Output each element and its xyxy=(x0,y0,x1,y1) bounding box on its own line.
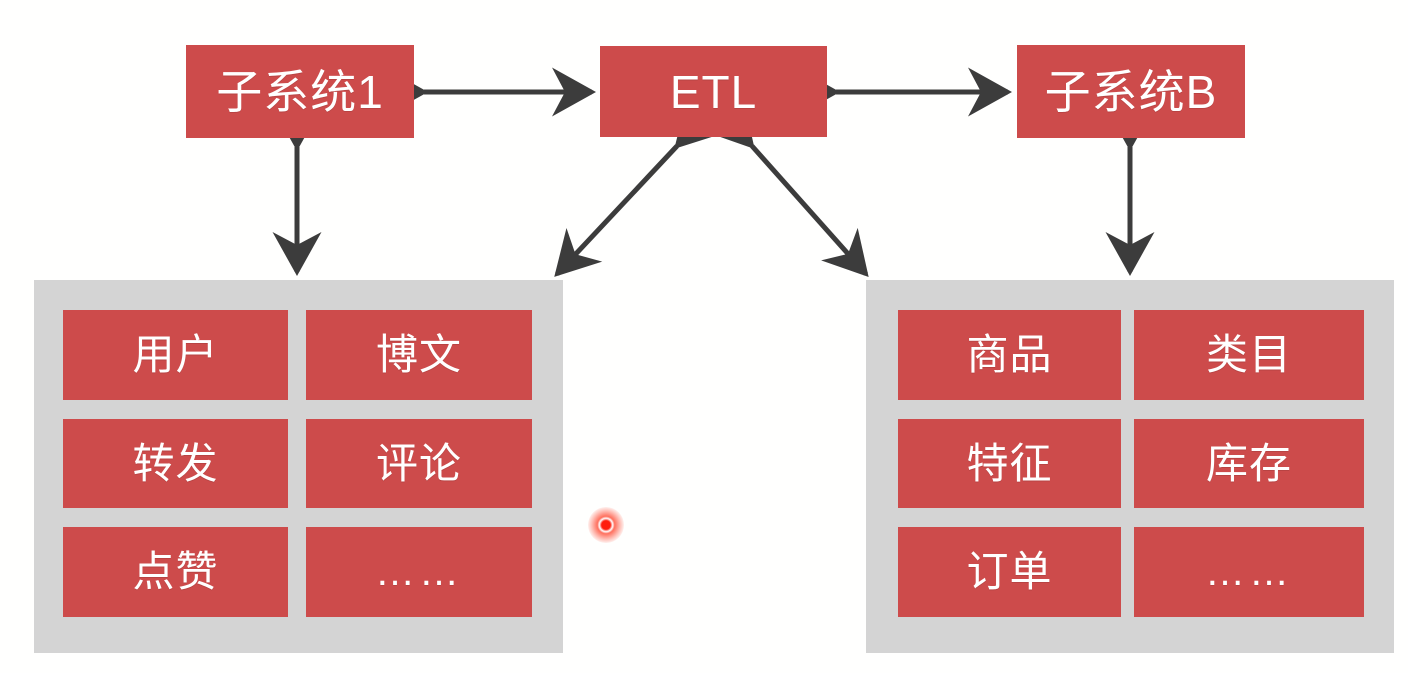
right-cell-6-ellipsis[interactable]: …… xyxy=(1134,527,1364,617)
cursor-click-marker xyxy=(588,507,624,543)
left-cell-5-label: 点赞 xyxy=(132,548,219,595)
left-data-panel: 用户 博文 转发 评论 点赞 …… xyxy=(34,280,563,653)
left-cell-3-label: 转发 xyxy=(132,439,219,487)
node-subsystem-b[interactable]: 子系统B xyxy=(1017,45,1245,138)
right-cell-5[interactable]: 订单 xyxy=(898,527,1121,617)
connector-etl-leftpanel xyxy=(554,100,723,277)
node-subsystem-b-label: 子系统B xyxy=(1044,65,1218,118)
left-cell-2[interactable]: 博文 xyxy=(306,310,532,400)
right-cell-3[interactable]: 特征 xyxy=(898,419,1121,508)
right-cell-1-label: 商品 xyxy=(966,331,1053,378)
node-subsystem-1[interactable]: 子系统1 xyxy=(186,45,414,138)
node-subsystem-1-label: 子系统1 xyxy=(216,65,384,118)
right-cell-2-label: 类目 xyxy=(1205,331,1292,378)
left-cell-2-label: 博文 xyxy=(375,331,462,378)
right-cell-4-label: 库存 xyxy=(1205,439,1292,487)
left-cell-4-label: 评论 xyxy=(375,439,462,487)
right-cell-1[interactable]: 商品 xyxy=(898,310,1121,400)
left-cell-4[interactable]: 评论 xyxy=(306,419,532,508)
right-cell-5-label: 订单 xyxy=(966,548,1053,595)
right-cell-2[interactable]: 类目 xyxy=(1134,310,1364,400)
node-etl[interactable]: ETL xyxy=(600,46,827,137)
right-cell-4[interactable]: 库存 xyxy=(1134,419,1364,508)
left-cell-6-label: …… xyxy=(375,550,463,594)
right-cell-6-label: …… xyxy=(1205,550,1293,594)
left-cell-6-ellipsis[interactable]: …… xyxy=(306,527,532,617)
left-cell-3[interactable]: 转发 xyxy=(63,419,288,508)
left-cell-1-label: 用户 xyxy=(132,331,219,378)
right-cell-3-label: 特征 xyxy=(966,439,1053,487)
right-data-panel: 商品 类目 特征 库存 订单 …… xyxy=(866,280,1394,653)
left-cell-1[interactable]: 用户 xyxy=(63,310,288,400)
connector-etl-rightpanel xyxy=(707,99,869,277)
node-etl-label: ETL xyxy=(669,65,758,118)
left-cell-5[interactable]: 点赞 xyxy=(63,527,288,617)
